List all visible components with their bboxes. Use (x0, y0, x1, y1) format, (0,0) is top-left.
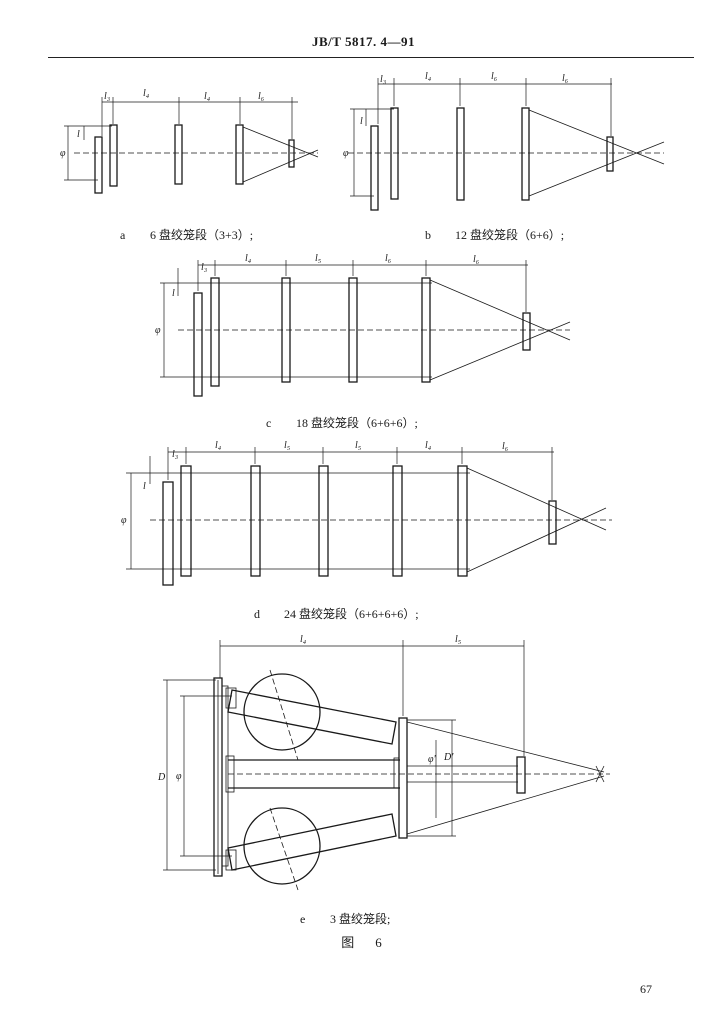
diagram-b-label-l: l (360, 116, 363, 127)
diagram-d-disc-6 (457, 465, 468, 577)
diagram-e-bobbin-top (243, 673, 321, 751)
diagram-b-disc-1 (370, 125, 379, 211)
caption-b: b 12 盘绞笼段（6+6）; (425, 226, 564, 243)
diagram-e-bobbin-bottom (243, 807, 321, 885)
caption-d-text: 24 盘绞笼段（6+6+6+6）; (284, 607, 419, 621)
diagram-d: l₃ l₄ l₅ l₅ l₄ l₆ φ l (121, 440, 612, 586)
diagram-b-die (606, 136, 614, 172)
diagram-d-label-l4: l₄ (215, 440, 222, 451)
diagram-c-label-l6: l₆ (473, 254, 480, 265)
diagram-d-label-l6: l₆ (502, 441, 509, 452)
diagram-a-die (288, 139, 295, 168)
diagram-d-label-l: l (143, 481, 146, 492)
diagram-a-label-l4b: l₄ (204, 91, 211, 102)
diagram-e-label-D-prime: D' (443, 752, 454, 763)
diagram-a-disc-2 (109, 124, 118, 187)
diagram-b-label-phi: φ (343, 148, 349, 159)
diagram-d-label-l5: l₅ (284, 440, 291, 451)
diagram-c-label-l6a: l₆ (385, 253, 392, 264)
diagram-c: l₃ l₄ l₅ l₆ l₆ φ l (155, 253, 571, 397)
diagram-c-label-phi: φ (155, 325, 161, 336)
diagram-c-disc-3 (281, 277, 291, 383)
diagram-d-label-l5b: l₅ (355, 440, 362, 451)
diagram-e-cylinder-top (227, 689, 397, 745)
caption-b-letter: b (425, 228, 431, 242)
diagram-d-disc-2 (180, 465, 192, 577)
diagram-d-label-phi: φ (121, 515, 127, 526)
diagram-e-converge-top (406, 721, 605, 773)
caption-d-letter: d (254, 607, 260, 621)
diagram-d-disc-5 (392, 465, 403, 577)
diagram-c-disc-4 (348, 277, 358, 383)
caption-a-letter: a (120, 228, 126, 242)
diagram-b-disc-4 (521, 107, 530, 201)
diagram-d-die (548, 500, 557, 545)
diagram-c-die (522, 312, 531, 351)
diagram-d-disc-3 (250, 465, 261, 577)
diagram-e-converge-bottom (406, 775, 605, 835)
diagram-d-disc-1 (162, 481, 174, 586)
diagram-e: l₄ l₅ D φ D' φ (157, 634, 610, 891)
caption-b-text: 12 盘绞笼段（6+6）; (455, 228, 565, 242)
caption-c-letter: c (266, 416, 272, 430)
page-number: 67 (640, 982, 652, 996)
caption-c: c 18 盘绞笼段（6+6+6）; (266, 414, 418, 431)
diagram-b-converge-top (528, 109, 665, 165)
diagram-b-converge-bottom (528, 141, 665, 197)
diagram-a: l₃ l₄ l₄ l₆ φ l (60, 88, 319, 194)
caption-e-text: 3 盘绞笼段; (330, 912, 391, 926)
diagram-c-converge-top (429, 279, 571, 341)
diagram-a-converge-bottom (242, 149, 319, 183)
diagram-d-converge-bottom (466, 507, 607, 573)
diagram-b-disc-2 (390, 107, 399, 200)
diagram-d-label-l3: l₃ (172, 449, 179, 460)
diagram-c-label-l4: l₄ (245, 253, 252, 264)
caption-d: d 24 盘绞笼段（6+6+6+6）; (254, 605, 419, 622)
diagram-b-label-l6: l₆ (562, 73, 569, 84)
diagram-d-converge-top (466, 467, 607, 531)
diagram-c-label-l3: l₃ (201, 262, 208, 273)
diagram-c-label-l5: l₅ (315, 253, 322, 264)
diagram-b-label-l6a: l₆ (491, 71, 498, 82)
diagram-a-label-l: l (77, 129, 80, 140)
caption-e-letter: e (300, 912, 306, 926)
diagram-e-label-phi-prime: φ' (428, 754, 437, 765)
diagram-a-disc-3 (174, 124, 183, 185)
diagram-a-disc-4 (235, 124, 244, 185)
diagram-c-converge-bottom (429, 321, 571, 381)
figure-label: 图 6 (341, 935, 386, 950)
diagram-a-label-l6: l₆ (258, 91, 265, 102)
diagram-d-disc-4 (318, 465, 329, 577)
diagram-e-die (516, 756, 526, 794)
diagram-a-label-l3: l₃ (104, 91, 111, 102)
diagram-a-label-l4: l₄ (143, 88, 150, 99)
diagram-a-disc-1 (94, 136, 103, 194)
diagram-e-cylinder-bottom (227, 813, 397, 871)
diagram-e-second-disc (398, 717, 408, 839)
standard-number: JB/T 5817. 4—91 (312, 34, 415, 49)
diagram-b: l₃ l₄ l₆ l₆ φ l (343, 71, 665, 211)
header-rule (48, 57, 694, 58)
caption-c-text: 18 盘绞笼段（6+6+6）; (296, 416, 418, 430)
diagram-a-label-phi: φ (60, 148, 66, 159)
diagram-e-label-phi: φ (176, 771, 182, 782)
diagram-c-disc-5 (421, 277, 431, 383)
diagram-a-converge-top (242, 126, 319, 158)
diagram-e-label-l4: l₄ (300, 634, 307, 645)
caption-a-text: 6 盘绞笼段（3+3）; (150, 228, 254, 242)
diagram-c-label-l: l (172, 288, 175, 299)
caption-e: e 3 盘绞笼段; (300, 910, 390, 927)
caption-a: a 6 盘绞笼段（3+3）; (120, 226, 253, 243)
diagram-b-label-l4: l₄ (425, 71, 432, 82)
diagram-e-label-l5: l₅ (455, 634, 462, 645)
diagram-e-label-D: D (157, 772, 166, 783)
diagram-c-disc-1 (193, 292, 203, 397)
diagram-b-label-l3: l₃ (380, 74, 387, 85)
diagram-d-label-l4b: l₄ (425, 440, 432, 451)
diagram-b-disc-3 (456, 107, 465, 201)
diagram-c-disc-2 (210, 277, 220, 387)
